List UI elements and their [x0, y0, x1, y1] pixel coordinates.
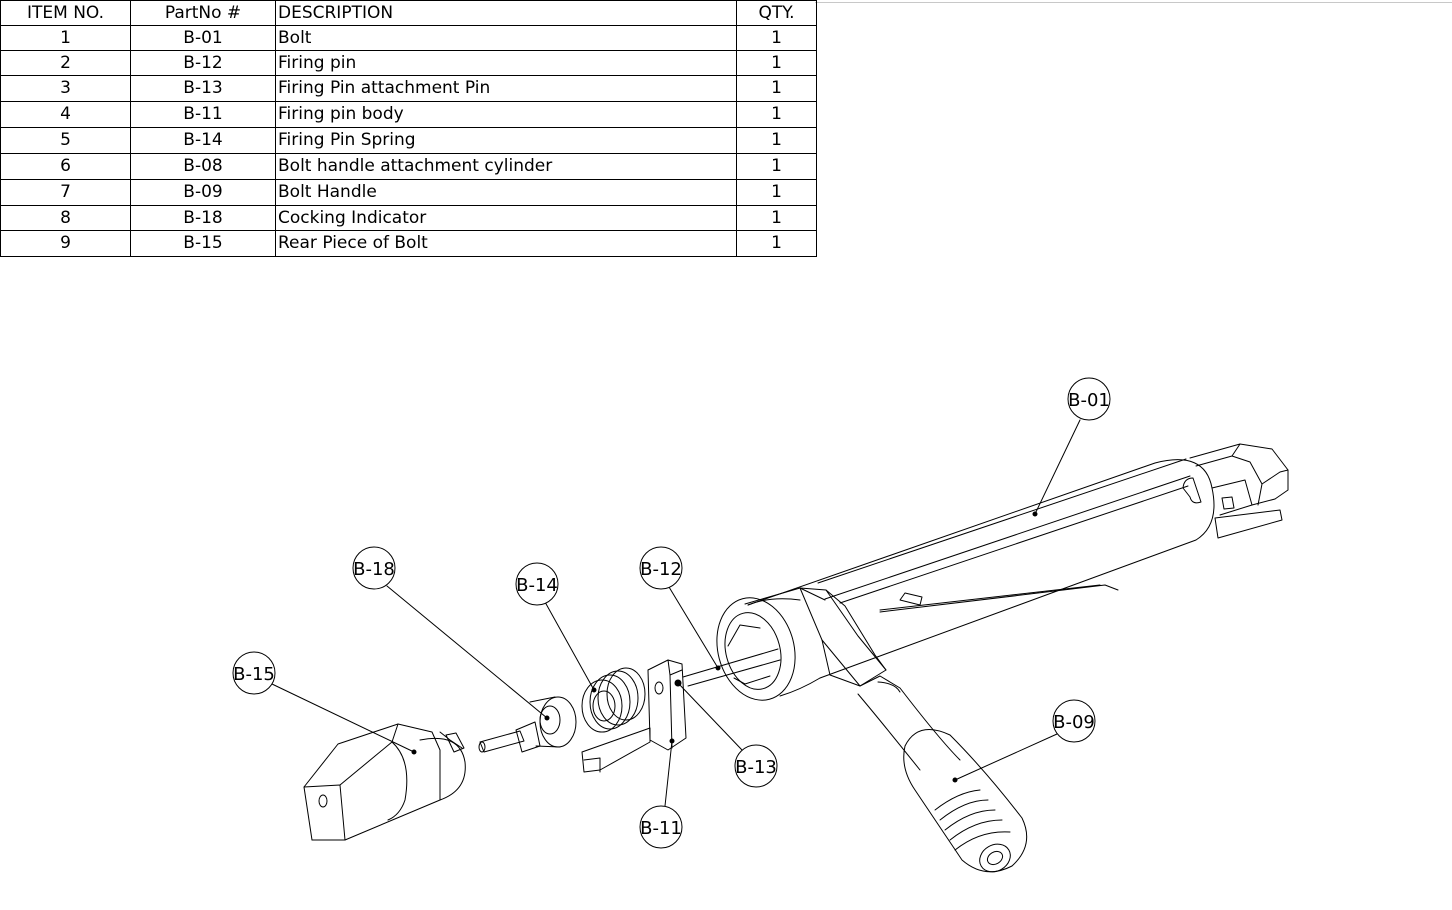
- cell-part-no: B-01: [130, 25, 276, 51]
- header-part-no: PartNo #: [130, 0, 276, 26]
- cell-description: Firing pin body: [275, 101, 737, 128]
- cell-description: Bolt Handle: [275, 179, 737, 206]
- balloon-label: B-13: [735, 757, 777, 778]
- cell-description: Firing Pin attachment Pin: [275, 75, 737, 102]
- balloon-b01: B-01: [1067, 377, 1111, 421]
- cell-description: Firing pin: [275, 50, 737, 76]
- cell-part-no: B-12: [130, 50, 276, 76]
- cell-qty: 1: [736, 101, 817, 128]
- balloon-b13: B-13: [734, 744, 778, 788]
- cell-part-no: B-09: [130, 179, 276, 206]
- balloon-label: B-01: [1068, 390, 1110, 411]
- cell-part-no: B-15: [130, 230, 276, 257]
- cell-item-no: 1: [0, 25, 131, 51]
- cell-description: Bolt: [275, 25, 737, 51]
- table-row: 8 B-18 Cocking Indicator 1: [0, 205, 817, 231]
- balloon-label: B-11: [640, 818, 682, 839]
- cell-description: Rear Piece of Bolt: [275, 230, 737, 257]
- balloon-b15: B-15: [232, 651, 276, 695]
- balloon-b09: B-09: [1052, 699, 1096, 743]
- cell-qty: 1: [736, 127, 817, 154]
- cocking-indicator-part: [478, 696, 577, 753]
- cell-qty: 1: [736, 25, 817, 51]
- cell-qty: 1: [736, 75, 817, 102]
- leader-lines: [271, 419, 1081, 807]
- balloon-label: B-09: [1053, 712, 1095, 733]
- table-row: 9 B-15 Rear Piece of Bolt 1: [0, 230, 817, 257]
- firing-pin-part: [682, 648, 781, 687]
- header-item-no: ITEM NO.: [0, 0, 131, 26]
- firing-pin-body-part: [581, 659, 687, 773]
- bolt-handle-part: [857, 675, 1028, 873]
- balloon-label: B-15: [233, 664, 275, 685]
- table-row: 7 B-09 Bolt Handle 1: [0, 179, 817, 206]
- table-row: 5 B-14 Firing Pin Spring 1: [0, 127, 817, 154]
- cell-description: Cocking Indicator: [275, 205, 737, 231]
- table-row: 3 B-13 Firing Pin attachment Pin 1: [0, 75, 817, 102]
- bill-of-materials-table: ITEM NO. PartNo # DESCRIPTION QTY. 1 B-0…: [0, 0, 817, 257]
- sheet-border-line: [815, 2, 1452, 3]
- header-qty: QTY.: [736, 0, 817, 26]
- balloon-b18: B-18: [352, 546, 396, 590]
- cell-part-no: B-08: [130, 153, 276, 180]
- bolt-body-part: [716, 443, 1289, 701]
- table-row: 1 B-01 Bolt 1: [0, 25, 817, 51]
- cell-item-no: 4: [0, 101, 131, 128]
- balloon-b12: B-12: [639, 546, 683, 590]
- rear-bolt-piece-part: [303, 723, 466, 841]
- firing-pin-spring-part: [581, 667, 646, 733]
- cell-part-no: B-11: [130, 101, 276, 128]
- balloon-b14: B-14: [515, 562, 559, 606]
- balloon-b11: B-11: [639, 805, 683, 849]
- cell-qty: 1: [736, 230, 817, 257]
- balloon-label: B-18: [353, 559, 395, 580]
- cell-item-no: 5: [0, 127, 131, 154]
- cell-part-no: B-18: [130, 205, 276, 231]
- table-row: 2 B-12 Firing pin 1: [0, 50, 817, 76]
- balloon-label: B-14: [516, 575, 558, 596]
- balloon-label: B-12: [640, 559, 682, 580]
- cell-qty: 1: [736, 179, 817, 206]
- table-row: 4 B-11 Firing pin body 1: [0, 101, 817, 128]
- cell-item-no: 3: [0, 75, 131, 102]
- cell-item-no: 9: [0, 230, 131, 257]
- table-header-row: ITEM NO. PartNo # DESCRIPTION QTY.: [0, 0, 817, 26]
